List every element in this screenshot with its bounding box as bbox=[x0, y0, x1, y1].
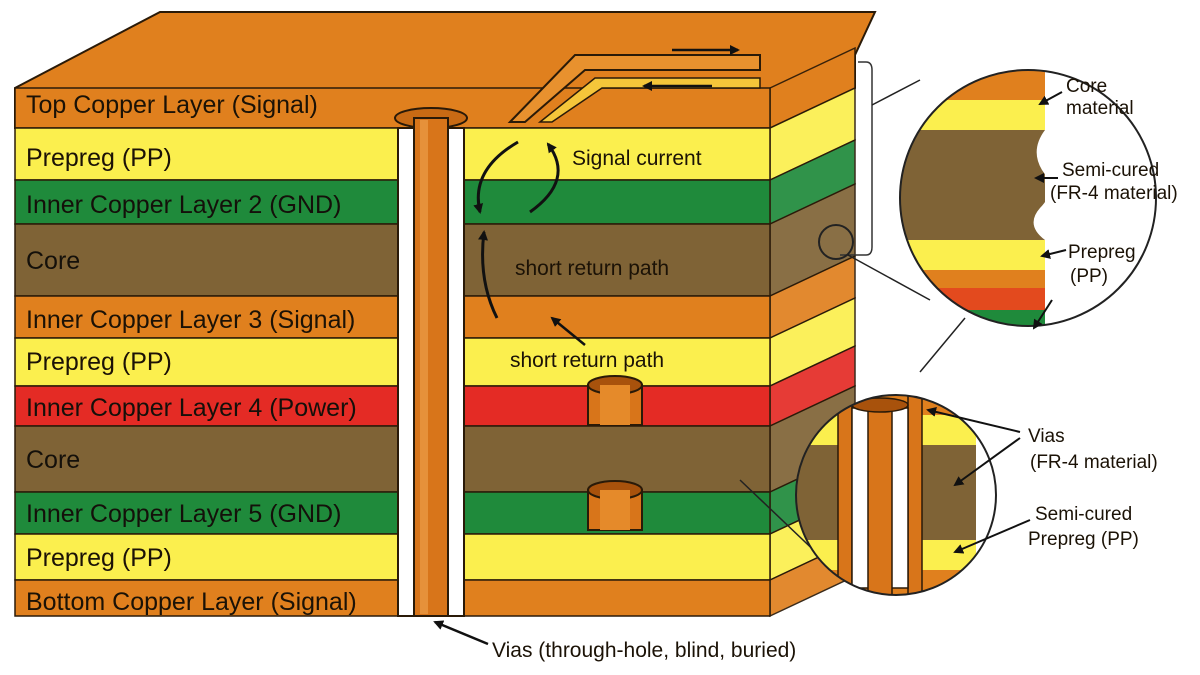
layer-label-5: Inner Copper Layer 3 (Signal) bbox=[26, 306, 355, 334]
layer-band-5 bbox=[14, 295, 771, 339]
layer-labels: Top Copper Layer (Signal) Prepreg (PP) Inn… bbox=[26, 91, 357, 616]
signal-trace bbox=[507, 45, 761, 123]
layer-band-8 bbox=[14, 425, 771, 493]
zoom-vias-label-2: (FR-4 material) bbox=[1030, 452, 1158, 473]
signal-current-label: Signal current bbox=[572, 147, 702, 170]
zoom-circle-vias: Vias (FR-4 material) Semi-cured Prepreg … bbox=[795, 394, 1158, 596]
layer-band-2 bbox=[14, 127, 771, 181]
layer-band-7 bbox=[14, 385, 771, 427]
blind-buried-vias bbox=[587, 375, 643, 531]
layer-label-4: Core bbox=[26, 247, 80, 275]
return-path-label-2: short return path bbox=[510, 349, 664, 372]
layer-label-11: Bottom Copper Layer (Signal) bbox=[26, 588, 357, 616]
return-path-arrow-1 bbox=[478, 230, 499, 319]
layer-band-9 bbox=[14, 491, 771, 535]
zoom-semi-pp-label-2: Prepreg (PP) bbox=[1028, 529, 1139, 550]
buried-via-lower bbox=[587, 480, 643, 531]
zoom-core-label-1: Core bbox=[1066, 76, 1107, 97]
layer-band-10 bbox=[14, 533, 771, 581]
layer-band-3 bbox=[14, 179, 771, 225]
current-flow-arrows bbox=[433, 140, 586, 646]
layer-label-9: Inner Copper Layer 5 (GND) bbox=[26, 500, 341, 528]
return-path-label-1: short return path bbox=[515, 257, 669, 280]
layer-band-11 bbox=[14, 579, 771, 617]
layer-stack bbox=[14, 87, 771, 617]
zoom-semi-label-1: Semi-cured bbox=[1062, 160, 1159, 181]
layer-label-3: Inner Copper Layer 2 (GND) bbox=[26, 191, 341, 219]
layer-label-6: Prepreg (PP) bbox=[26, 348, 172, 376]
return-path-arrow-2 bbox=[550, 316, 586, 346]
zoom-pp-label-2: (PP) bbox=[1070, 266, 1108, 287]
zoom-connectors bbox=[739, 61, 966, 581]
zoom-vias-label-1: Vias bbox=[1028, 426, 1065, 447]
layer-label-1: Top Copper Layer (Signal) bbox=[26, 91, 318, 119]
via-barrel bbox=[413, 117, 449, 617]
through-hole-via bbox=[394, 107, 468, 617]
magnify-spot bbox=[818, 224, 854, 260]
layer-band-4 bbox=[14, 223, 771, 297]
vias-main-label: Vias (through-hole, blind, buried) bbox=[492, 639, 796, 662]
layer-label-2: Prepreg (PP) bbox=[26, 144, 172, 172]
signal-loop-arrow-right bbox=[529, 142, 560, 214]
buried-via-upper bbox=[587, 375, 643, 426]
zoom-circle-material: Core material Semi-cured (FR-4 material)… bbox=[899, 69, 1178, 330]
zoom-semi-label-2: (FR-4 material) bbox=[1050, 183, 1178, 204]
zoom-core-label-2: material bbox=[1066, 98, 1134, 119]
layer-label-10: Prepreg (PP) bbox=[26, 544, 172, 572]
vias-pointer-arrow bbox=[433, 620, 489, 646]
signal-loop-arrow-left bbox=[473, 140, 519, 214]
via-barrel-highlight bbox=[420, 120, 428, 614]
layer-label-8: Core bbox=[26, 446, 80, 474]
zoom-pp-label-1: Prepreg bbox=[1068, 242, 1136, 263]
layer-label-7: Inner Copper Layer 4 (Power) bbox=[26, 394, 357, 422]
zoom-semi-pp-label-1: Semi-cured bbox=[1035, 504, 1132, 525]
